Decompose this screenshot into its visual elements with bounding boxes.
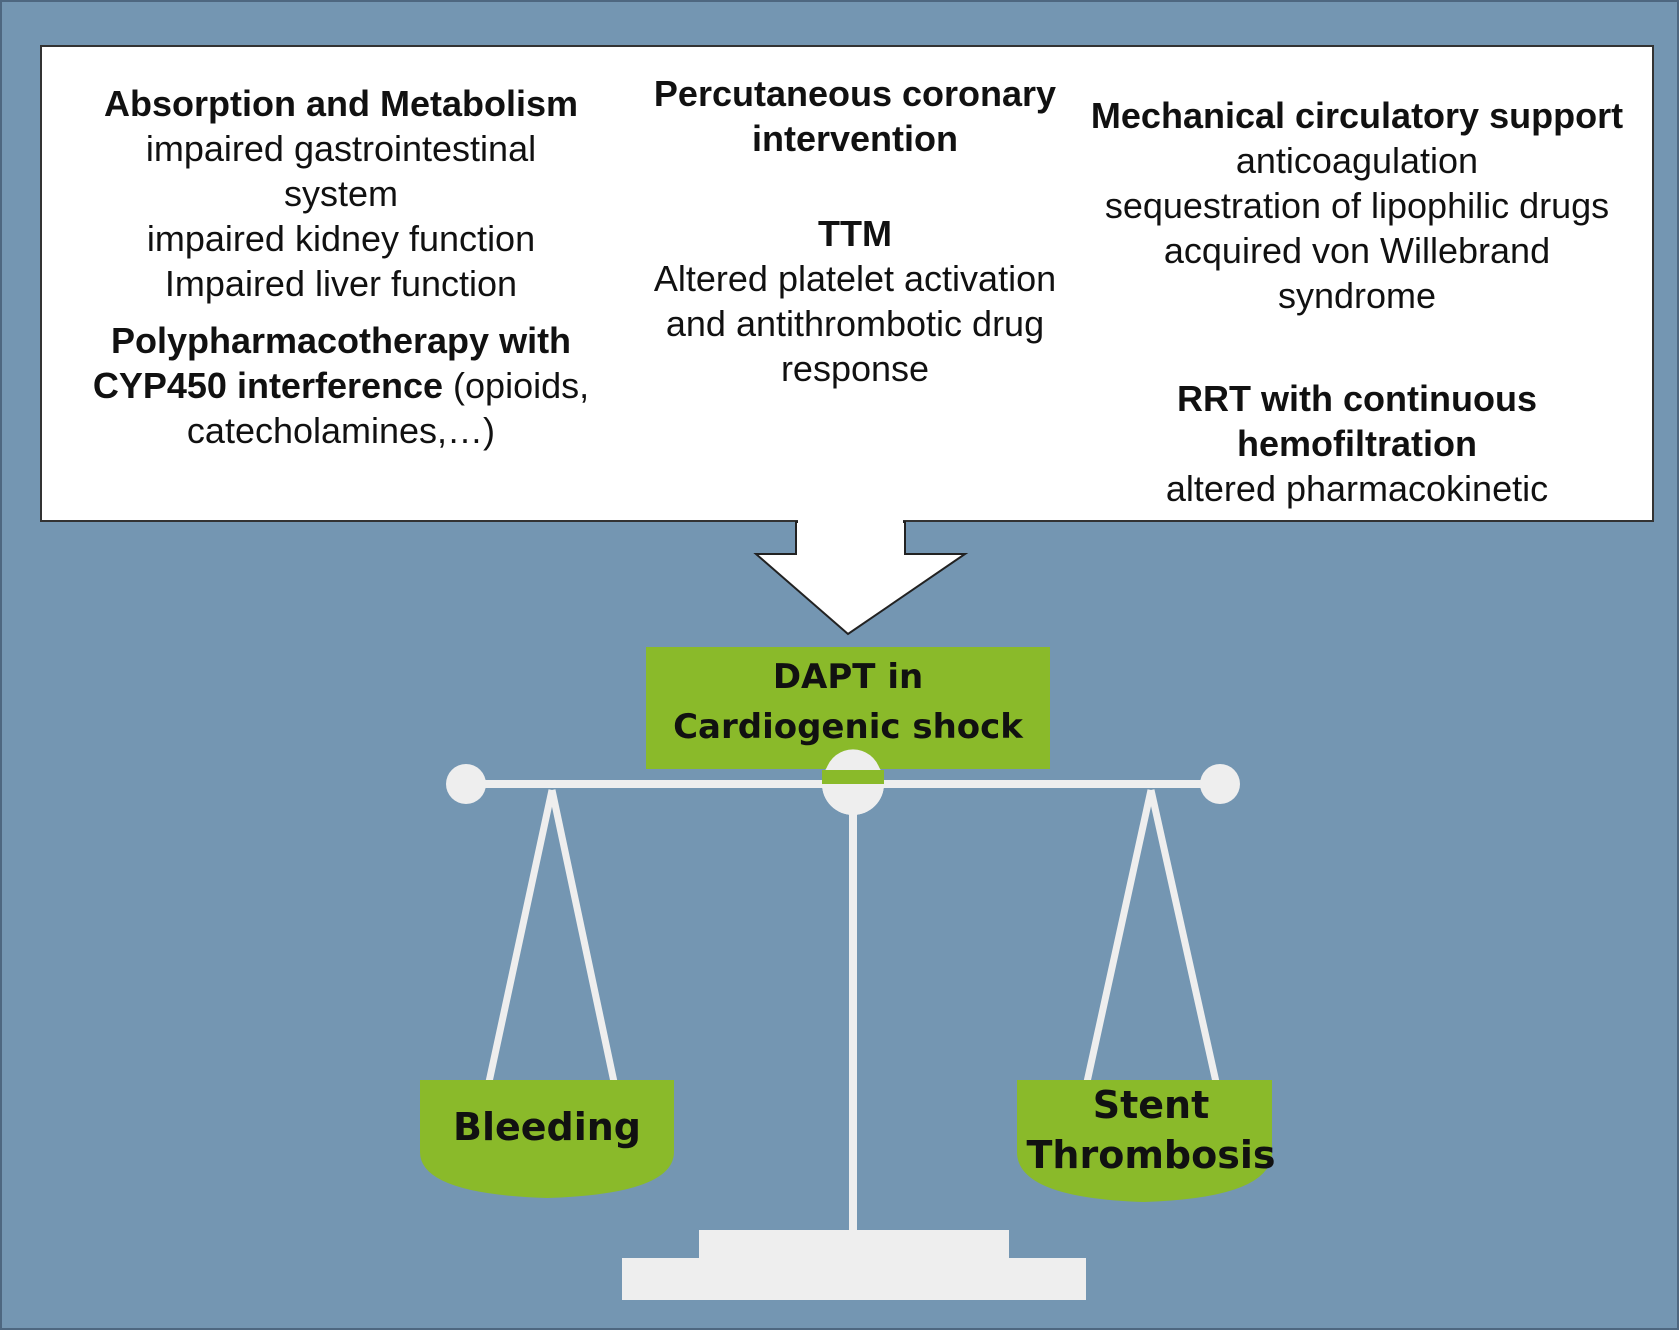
dapt-label: DAPT in Cardiogenic shock: [646, 652, 1050, 752]
right-string: [1083, 789, 1155, 1083]
pivot-upper: [826, 749, 880, 770]
absorption-heading: Absorption and Metabolism: [103, 83, 578, 124]
scale-base-lower: [622, 1258, 1086, 1300]
ttm-item: response: [780, 348, 930, 389]
mcs-item: sequestration of lipophilic drugs: [1104, 185, 1610, 226]
support-column: Mechanical circulatory support anticoagu…: [1072, 93, 1642, 511]
pivot-cover: [822, 770, 884, 784]
stent-thrombosis-line1: Stent: [1092, 1083, 1210, 1127]
polypharmacy-suffix: (opioids,: [443, 365, 590, 406]
rrt-heading-line2: hemofiltration: [1237, 423, 1477, 464]
ttm-heading: TTM: [818, 213, 892, 254]
mcs-item: syndrome: [1277, 275, 1437, 316]
mcs-heading: Mechanical circulatory support: [1090, 95, 1624, 136]
polypharmacy-examples: catecholamines,…): [186, 410, 496, 451]
absorption-item: system: [283, 173, 398, 214]
polypharmacy-heading: Polypharmacotherapy with: [110, 320, 572, 361]
pivot-lower: [822, 784, 884, 815]
stent-thrombosis-line2: Thrombosis: [1026, 1133, 1276, 1177]
absorption-column: Absorption and Metabolism impaired gastr…: [56, 81, 626, 453]
absorption-item: impaired gastrointestinal: [145, 128, 537, 169]
down-arrow-icon: [753, 521, 969, 636]
dapt-label-line2: Cardiogenic shock: [673, 707, 1023, 747]
dapt-label-line1: DAPT in: [772, 657, 924, 697]
beam-end-right-icon: [1200, 764, 1240, 804]
stent-thrombosis-label: Stent Thrombosis: [1017, 1080, 1285, 1180]
rrt-item: altered pharmacokinetic: [1165, 468, 1549, 509]
bleeding-label: Bleeding: [452, 1105, 641, 1149]
mcs-item: acquired von Willebrand: [1163, 230, 1551, 271]
polypharmacy-heading-cyp: CYP450 interference: [92, 365, 444, 406]
pci-heading-line2: intervention: [751, 118, 958, 159]
polypharmacy-line: CYP450 interference (opioids,: [56, 363, 626, 408]
factors-panel: Absorption and Metabolism impaired gastr…: [40, 45, 1654, 522]
absorption-item: Impaired liver function: [164, 263, 518, 304]
pci-heading: Percutaneous coronary: [653, 73, 1057, 114]
intervention-column: Percutaneous coronary intervention TTM A…: [620, 71, 1090, 391]
mcs-item: anticoagulation: [1235, 140, 1479, 181]
right-string: [1147, 789, 1220, 1083]
ttm-item: Altered platelet activation: [653, 258, 1057, 299]
ttm-item: and antithrombotic drug: [665, 303, 1045, 344]
pivot-icon: [822, 753, 884, 815]
absorption-item: impaired kidney function: [146, 218, 536, 259]
rrt-heading: RRT with continuous: [1177, 378, 1537, 419]
left-string: [485, 789, 556, 1083]
scale-base-upper: [699, 1230, 1009, 1260]
beam-end-left-icon: [446, 764, 486, 804]
left-string: [548, 789, 618, 1083]
